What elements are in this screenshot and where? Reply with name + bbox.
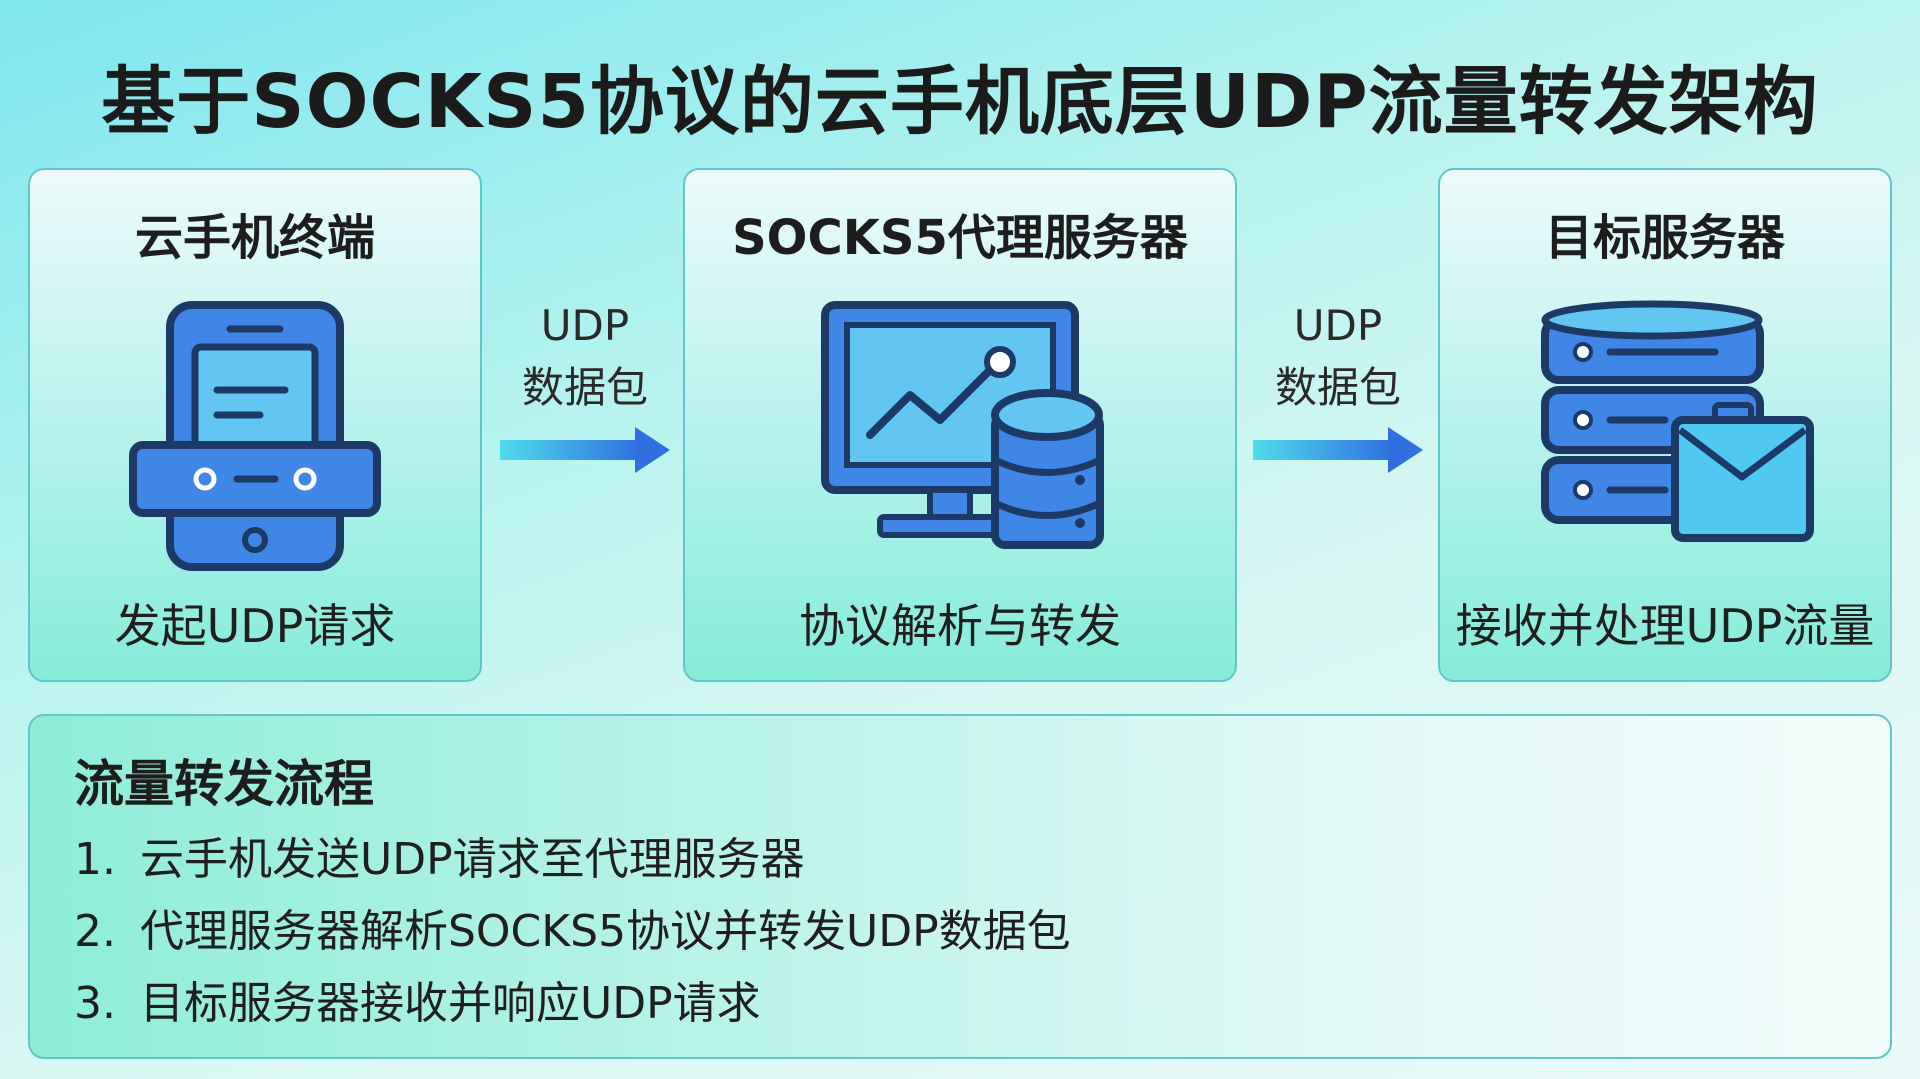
step-number: 1. — [74, 834, 116, 885]
right-arrow-icon — [1253, 427, 1423, 473]
process-panel: 流量转发流程 1. 云手机发送UDP请求至代理服务器 2. 代理服务器解析SOC… — [28, 714, 1892, 1059]
node-caption: 接收并处理UDP流量 — [1455, 599, 1875, 653]
step-number: 2. — [74, 906, 116, 957]
step-number: 3. — [74, 978, 116, 1029]
node-socks5-proxy: SOCKS5代理服务器 协议解析与转发 — [683, 168, 1237, 682]
node-title: 云手机终端 — [134, 210, 375, 266]
node-title: SOCKS5代理服务器 — [732, 210, 1188, 266]
arrow-label-udp: UDP — [540, 301, 630, 350]
node-target-server: 目标服务器 接收并处理UDP流量 — [1438, 168, 1892, 682]
step-text: 目标服务器接收并响应UDP请求 — [140, 978, 761, 1029]
node-cloud-phone: 云手机终端 发起UDP请求 — [28, 168, 482, 682]
diagram-title: 基于SOCKS5协议的云手机底层UDP流量转发架构 — [101, 59, 1819, 145]
arrow-udp-packet-2: UDP 数据包 — [1243, 295, 1433, 479]
arrow-label-udp: UDP — [1293, 301, 1383, 350]
monitor-database-icon — [805, 295, 1115, 569]
arrow-label-packet: 数据包 — [1274, 363, 1401, 412]
smartphone-icon — [125, 295, 385, 579]
process-step: 2. 代理服务器解析SOCKS5协议并转发UDP数据包 — [74, 896, 1071, 968]
right-arrow-icon — [500, 427, 670, 473]
step-text: 代理服务器解析SOCKS5协议并转发UDP数据包 — [140, 906, 1071, 957]
arrow-udp-packet-1: UDP 数据包 — [490, 295, 680, 479]
arrow-label-packet: 数据包 — [521, 363, 648, 412]
process-steps: 1. 云手机发送UDP请求至代理服务器 2. 代理服务器解析SOCKS5协议并转… — [74, 824, 1071, 1040]
step-text: 云手机发送UDP请求至代理服务器 — [140, 834, 805, 885]
process-step: 3. 目标服务器接收并响应UDP请求 — [74, 968, 1071, 1040]
process-title: 流量转发流程 — [74, 755, 374, 813]
server-mail-icon — [1515, 295, 1815, 569]
node-caption: 协议解析与转发 — [799, 599, 1121, 653]
node-caption: 发起UDP请求 — [114, 599, 396, 653]
node-title: 目标服务器 — [1544, 210, 1785, 266]
process-step: 1. 云手机发送UDP请求至代理服务器 — [74, 824, 1071, 896]
